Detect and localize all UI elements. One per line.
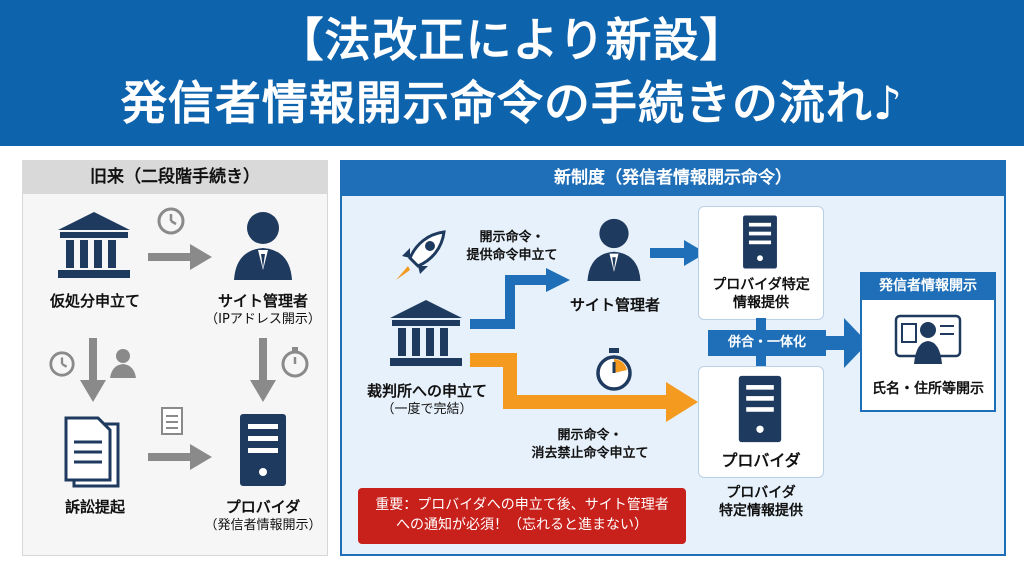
person-icon [234, 212, 292, 280]
note-line1: 重要：プロバイダへの申立て後、サイト管理者 [375, 497, 669, 513]
route-arrow-orange [470, 353, 698, 422]
document-icon [64, 416, 120, 488]
rocket-icon [396, 230, 446, 280]
top-route-label-2: 提供命令申立て [466, 248, 558, 263]
old-step1-label: 仮処分申立て [49, 292, 140, 310]
old-system-title: 旧来（二段階手続き） [22, 160, 328, 194]
court-label: 裁判所への申立て [366, 382, 487, 400]
note-line2: への通知が必須！（忘れると進まない） [396, 517, 648, 533]
result-label: 氏名・住所等開示 [872, 381, 984, 397]
provider-info-label-1: プロバイダ [726, 485, 796, 501]
result-title: 発信者情報開示 [860, 272, 996, 300]
arrow-down-icon [250, 338, 276, 402]
bottom-route-label-2: 消去禁止命令申立て [531, 446, 649, 461]
paper-icon [161, 407, 183, 435]
provider-specific-label-1: プロバイダ特定 [712, 277, 810, 293]
arrow-right-icon [148, 244, 212, 270]
arrow-right-icon [148, 444, 212, 470]
new-system-title: 新制度（発信者情報開示命令） [340, 160, 1006, 196]
arrow-right-icon [824, 318, 868, 368]
arrow-down-icon [80, 338, 106, 402]
provider-info-label-2: 特定情報提供 [719, 503, 803, 519]
old-step4-sub: （発信者情報開示） [204, 518, 322, 533]
merge-label: 併合・一体化 [708, 330, 826, 356]
worried-person-icon [110, 349, 136, 378]
page-title-line2: 発信者情報開示命令の手続きの流れ♪ [120, 76, 904, 130]
top-route-label-1: 開示命令・ [479, 230, 545, 245]
clock-icon [157, 207, 185, 235]
stopwatch-icon [281, 347, 309, 378]
old-step4-label: プロバイダ [225, 498, 301, 516]
bottom-route-label-1: 開示命令・ [557, 428, 623, 443]
clock-icon [49, 351, 75, 377]
arrow-right-icon [650, 240, 706, 266]
provider-specific-label-2: 情報提供 [733, 295, 789, 311]
id-card-icon [894, 314, 962, 364]
court-sub: （一度で完結） [381, 402, 473, 417]
server-icon [743, 215, 777, 269]
old-step2-sub: （IPアドレス開示） [205, 312, 321, 327]
important-note: 重要：プロバイダへの申立て後、サイト管理者 への通知が必須！（忘れると進まない） [358, 488, 686, 544]
server-icon [738, 375, 782, 443]
new-site-admin-label: サイト管理者 [569, 296, 660, 314]
route-arrow-blue [470, 268, 570, 329]
page-title-line1: 【法改正により新設】 [277, 13, 747, 67]
person-icon [587, 218, 641, 281]
courthouse-icon [390, 300, 462, 366]
server-icon [240, 414, 286, 486]
old-step3-label: 訴訟提起 [64, 498, 125, 516]
header-banner: 【法改正により新設】 発信者情報開示命令の手続きの流れ♪ [0, 0, 1024, 146]
courthouse-icon [58, 212, 130, 278]
stopwatch-icon [596, 348, 632, 391]
provider-label: プロバイダ [721, 451, 801, 470]
old-step2-label: サイト管理者 [217, 292, 308, 310]
